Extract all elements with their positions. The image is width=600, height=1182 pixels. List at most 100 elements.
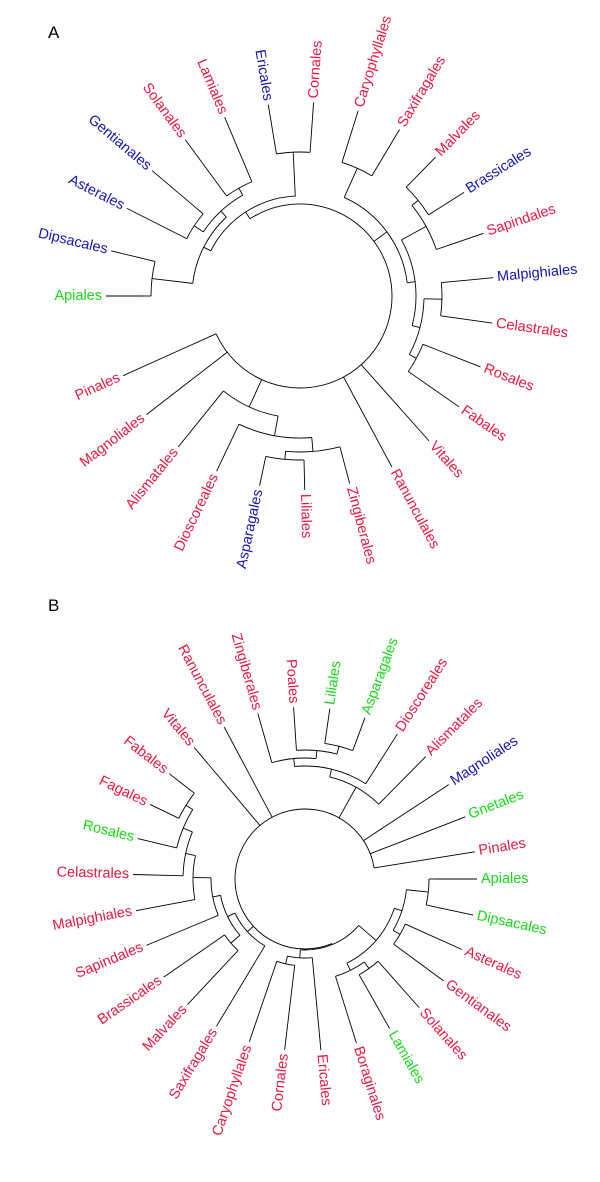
leaf-label-malpighiales: Malpighiales xyxy=(496,262,578,286)
internal-branch xyxy=(373,231,388,242)
internal-branch xyxy=(185,853,196,856)
internal-branch xyxy=(407,281,416,284)
leaf-label-lamiales: Lamiales xyxy=(193,57,230,117)
internal-branch xyxy=(370,844,394,855)
internal-branch xyxy=(343,376,353,394)
internal-branch xyxy=(436,245,447,250)
internal-branch xyxy=(255,945,266,961)
internal-branch xyxy=(292,152,296,197)
tip-branch-caryophyllales xyxy=(248,975,273,1042)
internal-branch xyxy=(274,415,279,436)
clade-arc xyxy=(192,855,196,900)
leaf-label-fagales: Fagales xyxy=(97,773,150,810)
tip-branch-ericales xyxy=(267,104,276,147)
tip-branch-rosales xyxy=(436,349,481,368)
internal-branch xyxy=(183,827,193,833)
internal-branch xyxy=(440,315,449,318)
internal-branch xyxy=(311,957,315,979)
internal-branch xyxy=(324,735,327,744)
leaf-label-zingiberales: Zingiberales xyxy=(228,632,265,712)
internal-branch xyxy=(336,746,340,755)
panel-a-branches xyxy=(106,102,494,490)
leaf-label-zingiberales: Zingiberales xyxy=(343,485,379,565)
internal-branch xyxy=(338,787,357,819)
internal-branch xyxy=(393,943,401,950)
internal-branch xyxy=(171,814,180,819)
tip-branch-brassicales xyxy=(435,192,465,211)
tip-branch-asterales xyxy=(126,207,176,234)
leaf-label-fabales: Fabales xyxy=(458,403,509,446)
leaf-label-caryophyllales: Caryophyllales xyxy=(352,14,396,110)
internal-branch xyxy=(315,750,318,759)
leaf-label-apiales: Apiales xyxy=(481,871,529,887)
internal-branch xyxy=(229,950,239,960)
tip-branch-dioscoreales xyxy=(216,431,236,472)
clade-arc xyxy=(234,808,375,950)
leaf-label-solanales: Solanales xyxy=(416,1005,470,1063)
tip-branch-rosales xyxy=(137,838,170,847)
clade-arc xyxy=(300,925,360,951)
leaf-label-poales: Poales xyxy=(283,659,302,704)
internal-branch xyxy=(309,136,312,153)
tip-branch-lamiales xyxy=(224,117,247,170)
internal-branch xyxy=(409,354,417,359)
tip-branch-malvales xyxy=(187,959,231,1005)
tip-branch-fagales xyxy=(149,804,172,816)
leaf-label-ranunculales: Ranunculales xyxy=(174,642,229,727)
internal-branch xyxy=(181,333,217,350)
leaf-label-sapindales: Sapindales xyxy=(485,201,558,239)
leaf-label-alismatales: Alismatales xyxy=(123,445,182,513)
internal-branch xyxy=(358,925,377,941)
internal-branch xyxy=(441,279,468,284)
internal-branch xyxy=(285,955,288,964)
panel-b-letter: B xyxy=(48,596,59,615)
internal-branch xyxy=(247,925,254,932)
internal-branch xyxy=(329,769,332,778)
tip-branch-malpighiales xyxy=(467,277,494,281)
panel-b-branches xyxy=(133,707,477,1051)
tip-branch-liliales xyxy=(325,708,331,736)
leaf-label-gentianales: Gentianales xyxy=(442,977,514,1036)
internal-branch xyxy=(274,145,277,155)
internal-branch xyxy=(227,912,236,917)
internal-branch xyxy=(212,894,221,898)
internal-branch xyxy=(365,769,376,784)
internal-branch xyxy=(422,343,437,351)
internal-branch xyxy=(411,200,419,206)
internal-branch xyxy=(245,168,253,182)
leaf-label-solanales: Solanales xyxy=(139,80,190,141)
internal-branch xyxy=(406,889,429,893)
internal-branch xyxy=(248,379,263,408)
leaf-label-caryophyllales: Caryophyllales xyxy=(209,1043,255,1138)
leaf-label-ericales: Ericales xyxy=(251,48,275,102)
clade-arc xyxy=(220,895,241,936)
internal-branch xyxy=(335,976,339,987)
leaf-label-asterales: Asterales xyxy=(462,944,524,983)
tip-branch-solanales xyxy=(184,139,223,190)
tip-branch-zingiberales xyxy=(345,467,351,484)
leaf-label-dioscoreales: Dioscoreales xyxy=(171,471,221,554)
leaf-label-dioscoreales: Dioscoreales xyxy=(393,655,452,734)
internal-branch xyxy=(426,904,435,908)
internal-branch xyxy=(151,278,193,284)
internal-branch xyxy=(210,914,219,919)
clade-arc xyxy=(324,742,353,752)
tip-branch-asterales xyxy=(417,929,463,950)
tip-branch-boraginales xyxy=(338,985,357,1044)
leaf-label-liliales: Liliales xyxy=(322,660,344,706)
clade-arc xyxy=(346,908,395,964)
internal-branch xyxy=(377,960,386,970)
tip-branch-caryophyllales xyxy=(343,110,359,155)
tip-branch-solanales xyxy=(384,968,420,1008)
leaf-label-malvales: Malvales xyxy=(140,1002,191,1055)
tip-branch-celastrales xyxy=(448,316,493,324)
tip-branch-ericales xyxy=(313,978,322,1051)
internal-branch xyxy=(394,907,403,912)
internal-branch xyxy=(238,187,244,196)
leaf-label-rosales: Rosales xyxy=(481,361,536,395)
tip-branch-asparagales xyxy=(259,468,264,486)
internal-branch xyxy=(235,424,240,432)
internal-branch xyxy=(217,934,225,940)
clade-arc xyxy=(224,934,239,951)
